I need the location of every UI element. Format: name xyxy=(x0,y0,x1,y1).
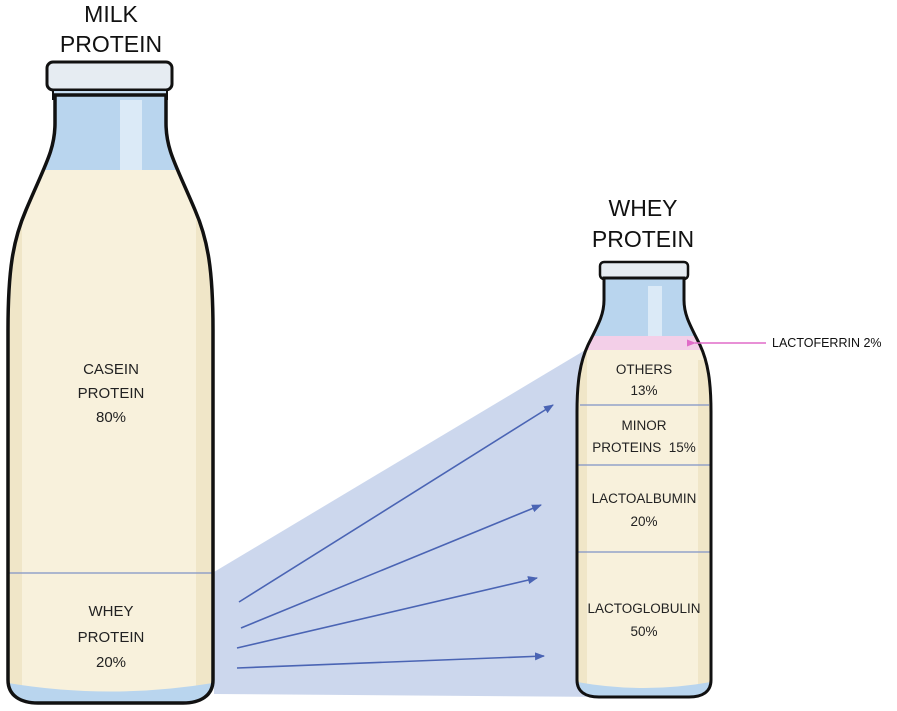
others-label-line2: 13% xyxy=(630,383,657,398)
casein-label-line2: PROTEIN xyxy=(78,385,145,402)
lactoalbumin-label-line1: LACTOALBUMIN xyxy=(592,491,697,506)
milk-title-line2: PROTEIN xyxy=(60,31,162,57)
whey-bottle-cap xyxy=(600,262,688,279)
others-label-line1: OTHERS xyxy=(616,362,672,377)
casein-label-line1: CASEIN xyxy=(83,361,139,378)
funnel-projection xyxy=(214,334,612,697)
whey-title-line2: PROTEIN xyxy=(592,226,694,252)
minor-label-line2: PROTEINS 15% xyxy=(592,440,696,455)
lactoglobulin-label-line1: LACTOGLOBULIN xyxy=(587,601,700,616)
whey-label-line2: PROTEIN xyxy=(78,629,145,646)
whey-label-line3: 20% xyxy=(96,654,126,671)
whey-label-line1: WHEY xyxy=(89,603,134,620)
milk-bottle-glass xyxy=(0,90,230,170)
lactoferrin-label: LACTOFERRIN 2% xyxy=(772,336,882,350)
casein-label-line3: 80% xyxy=(96,409,126,426)
minor-proteins-segment xyxy=(570,405,720,465)
lactoalbumin-segment xyxy=(570,465,720,552)
lactoalbumin-label-line2: 20% xyxy=(630,514,657,529)
whey-bottle-glass xyxy=(570,278,720,336)
milk-bottle-cap xyxy=(47,62,172,90)
lactoglobulin-label-line2: 50% xyxy=(630,624,657,639)
milk-title-line1: MILK xyxy=(84,1,138,27)
whey-title-line1: WHEY xyxy=(609,195,678,221)
minor-label-line1: MINOR xyxy=(622,418,667,433)
